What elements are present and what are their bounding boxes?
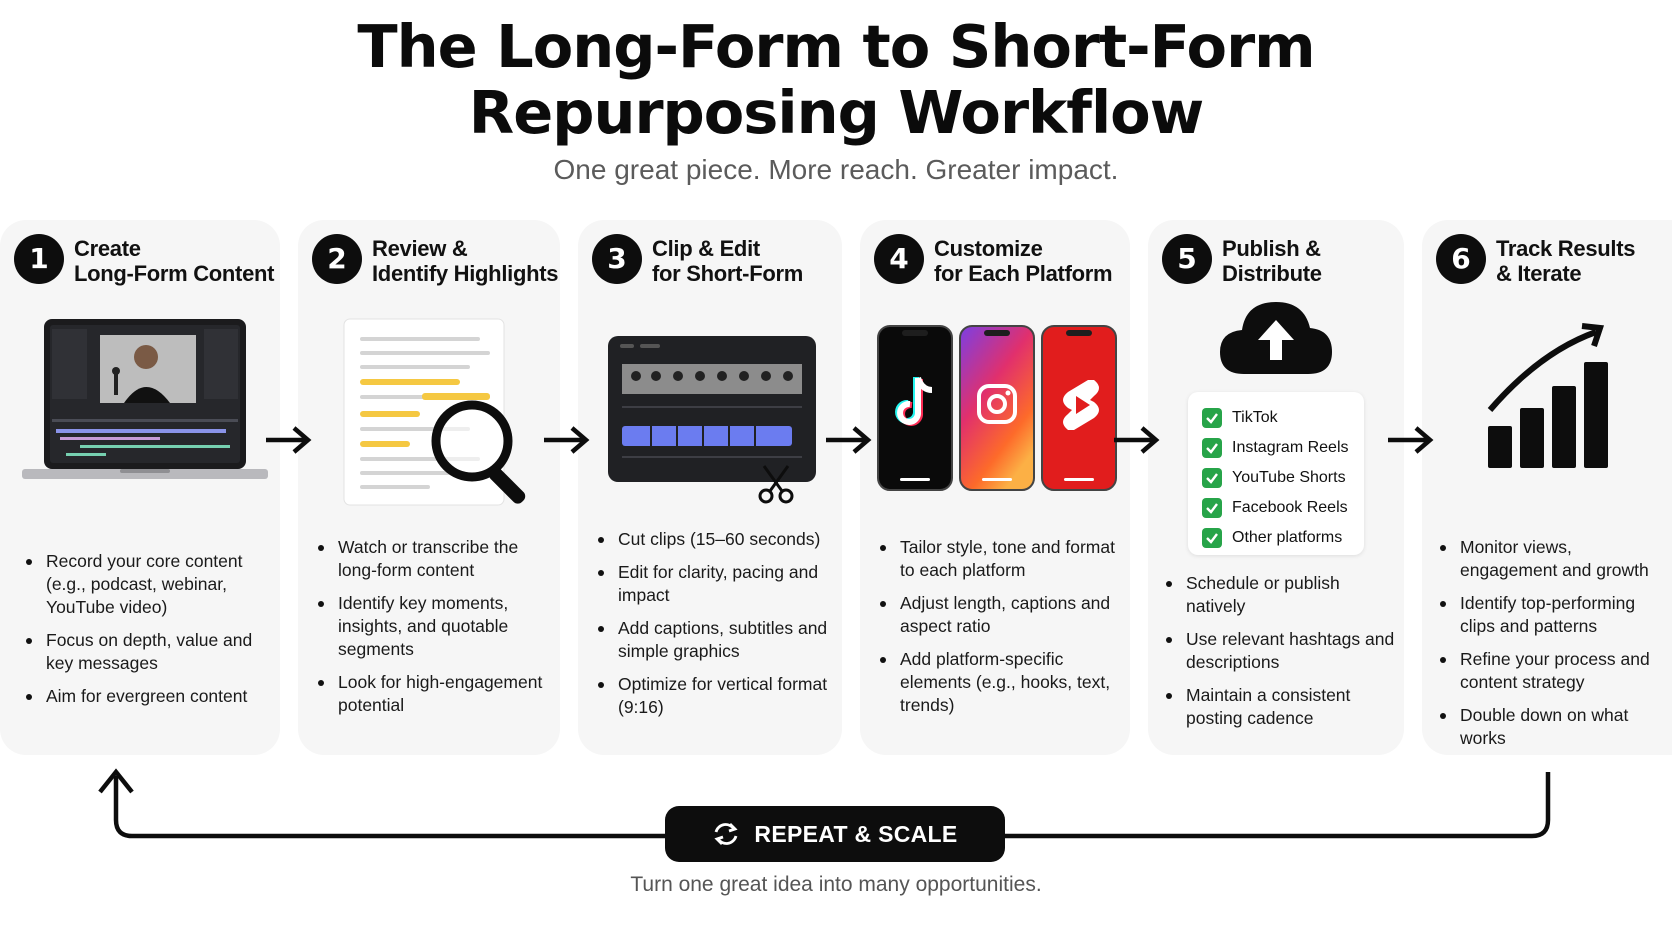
bullet-item: Identify key moments, insights, and quot…: [314, 592, 552, 661]
checklist-item-youtube-shorts: YouTube Shorts: [1202, 463, 1364, 493]
step-number-badge: 1: [14, 234, 64, 284]
title-line-1: The Long-Form to Short-Form: [357, 12, 1315, 81]
page-subtitle: One great piece. More reach. Greater imp…: [553, 154, 1119, 185]
title-line-2: Repurposing Workflow: [468, 78, 1204, 147]
step-number-badge: 5: [1162, 234, 1212, 284]
bullet-item: Watch or transcribe the long-form conten…: [314, 536, 552, 582]
bullet-item: Focus on depth, value and key messages: [22, 629, 272, 675]
flow-arrow-icon: [544, 426, 590, 454]
step-bullets: Watch or transcribe the long-form conten…: [314, 536, 552, 727]
loop-tagline: Turn one great idea into many opportunit…: [630, 873, 1042, 896]
check-icon: [1202, 408, 1222, 428]
bullet-item: Cut clips (15–60 seconds): [594, 528, 834, 551]
check-icon: [1202, 468, 1222, 488]
step-bullets: Tailor style, tone and format to each pl…: [876, 536, 1122, 727]
bullet-item: Record your core content (e.g., podcast,…: [22, 550, 272, 619]
growth-chart-icon: [1487, 323, 1608, 468]
bullet-item: Tailor style, tone and format to each pl…: [876, 536, 1122, 582]
step-number-badge: 6: [1436, 234, 1486, 284]
step-number-badge: 4: [874, 234, 924, 284]
step-bullets: Schedule or publish natively Use relevan…: [1162, 572, 1396, 740]
check-icon: [1202, 498, 1222, 518]
check-icon: [1202, 438, 1222, 458]
flow-arrow-icon: [826, 426, 872, 454]
video-timeline-scissors-icon: [608, 336, 816, 504]
flow-arrow-icon: [1114, 426, 1160, 454]
step-card-2: 2 Review &Identify Highlights Watch or t…: [298, 220, 560, 755]
step-bullets: Record your core content (e.g., podcast,…: [22, 550, 272, 718]
bullet-item: Schedule or publish natively: [1162, 572, 1396, 618]
bullet-item: Use relevant hashtags and descriptions: [1162, 628, 1396, 674]
platform-phones: [877, 325, 1117, 491]
step-bullets: Monitor views, engagement and growth Ide…: [1436, 536, 1664, 760]
bullet-item: Double down on what works: [1436, 704, 1664, 750]
step-title: Track Results& Iterate: [1496, 236, 1636, 286]
cloud-upload-icon: [1220, 302, 1332, 374]
instagram-phone-icon: [959, 325, 1035, 491]
step-title: Review &Identify Highlights: [372, 236, 559, 286]
checklist-item-facebook-reels: Facebook Reels: [1202, 493, 1364, 523]
bullet-item: Adjust length, captions and aspect ratio: [876, 592, 1122, 638]
flow-arrow-icon: [1388, 426, 1434, 454]
checklist-item-tiktok: TikTok: [1202, 403, 1364, 433]
bullet-item: Edit for clarity, pacing and impact: [594, 561, 834, 607]
scissors-icon: [758, 465, 794, 504]
youtube-shorts-phone-icon: [1041, 325, 1117, 491]
bullet-item: Add captions, subtitles and simple graph…: [594, 617, 834, 663]
page-title: The Long-Form to Short-Form Repurposing …: [0, 14, 1672, 146]
bullet-item: Identify top-performing clips and patter…: [1436, 592, 1664, 638]
bullet-item: Look for high-engagement potential: [314, 671, 552, 717]
step-bullets: Cut clips (15–60 seconds) Edit for clari…: [594, 528, 834, 729]
document-magnifier-icon: [343, 318, 526, 506]
step-card-6: 6 Track Results& Iterate Monitor views, …: [1422, 220, 1672, 755]
repeat-scale-label: REPEAT & SCALE: [754, 820, 958, 847]
bullet-item: Optimize for vertical format (9:16): [594, 673, 834, 719]
bullet-item: Add platform-specific elements (e.g., ho…: [876, 648, 1122, 717]
laptop-editor-icon: [22, 319, 268, 479]
bullet-item: Maintain a consistent posting cadence: [1162, 684, 1396, 730]
tiktok-phone-icon: [877, 325, 953, 491]
step-number-badge: 2: [312, 234, 362, 284]
step-title: Publish &Distribute: [1222, 236, 1322, 286]
refresh-icon: [714, 823, 739, 845]
bullet-item: Aim for evergreen content: [22, 685, 272, 708]
bullet-item: Monitor views, engagement and growth: [1436, 536, 1664, 582]
platform-checklist: TikTok Instagram Reels YouTube Shorts Fa…: [1188, 392, 1364, 555]
step-number-badge: 3: [592, 234, 642, 284]
checklist-item-other-platforms: Other platforms: [1202, 523, 1364, 553]
bullet-item: Refine your process and content strategy: [1436, 648, 1664, 694]
flow-arrow-icon: [266, 426, 312, 454]
repeat-scale-button[interactable]: REPEAT & SCALE: [665, 806, 1005, 862]
checklist-item-instagram-reels: Instagram Reels: [1202, 433, 1364, 463]
check-icon: [1202, 528, 1222, 548]
